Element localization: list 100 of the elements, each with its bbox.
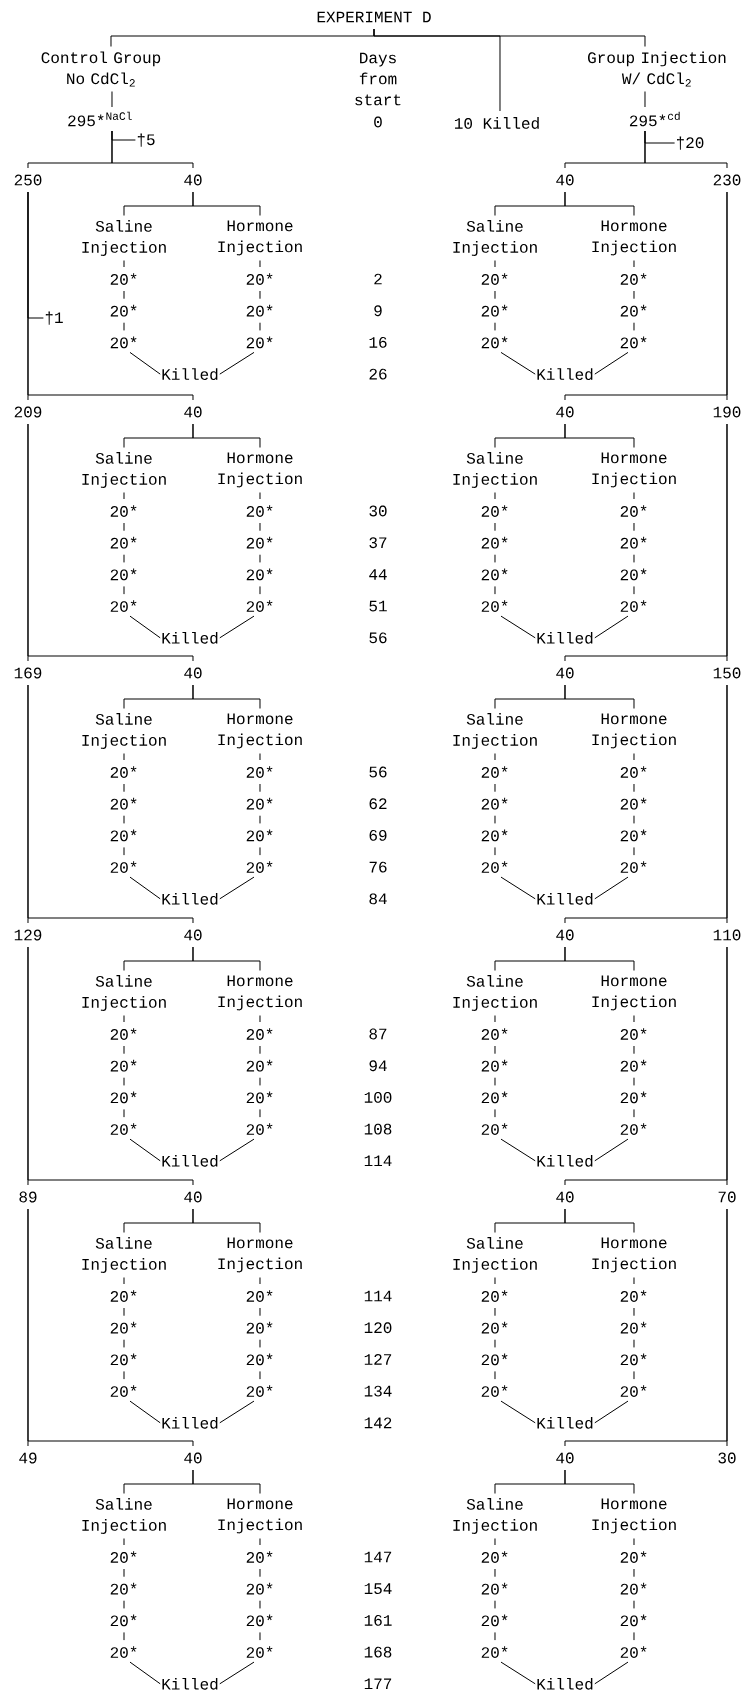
day-label: 37 [369,537,387,549]
connector-line [633,1077,635,1086]
count-label: 20* [110,336,137,349]
treatment-label: Hormone Injection [218,1237,302,1273]
connector-line [494,492,496,500]
connector-line [259,1015,261,1023]
connector-line [500,1138,536,1162]
treatment-label: Hormone Injection [218,713,302,749]
count-label: 20* [620,273,647,285]
day-label: 177 [364,1678,392,1690]
day-label: 2 [374,273,382,285]
count-label: 20* [481,1551,508,1563]
day-label: 142 [364,1417,392,1429]
connector-line [123,322,125,331]
outcome-label: Killed [162,631,218,644]
count-label: 20* [481,336,508,349]
count-label: 20* [481,766,508,778]
connector-line [259,290,261,300]
count-label: 40 [184,929,202,941]
count-label: 49 [19,1452,37,1464]
day-label: 168 [364,1646,392,1658]
connector-line [633,585,635,595]
connector-line [494,1600,496,1609]
day-label: 30 [369,505,387,517]
connector-line [123,846,125,856]
day-label: 154 [364,1583,392,1595]
day-label: 127 [364,1354,392,1365]
connector-line [644,91,646,108]
count-label: 20* [110,505,137,517]
count-label: 20* [620,568,647,581]
outcome-label: Killed [537,1677,593,1690]
count-label: 20* [246,1091,273,1104]
count-label: 110 [713,929,741,941]
count-label: 20* [246,829,273,842]
connector-line [633,1370,635,1380]
connector-line [27,684,194,924]
connector-line [123,1307,125,1317]
connector-line [633,1538,635,1546]
connector-line [633,1015,635,1023]
count-label: 20* [620,1059,647,1072]
count-label: 295*$^{cd}$ [629,111,680,127]
count-label: 20* [110,1385,137,1397]
connector-line [494,290,496,300]
count-label: 20* [110,1059,137,1072]
day-label: 87 [369,1028,387,1040]
connector-line [219,351,255,375]
count-label: 20* [620,1321,647,1334]
treatment-label: Saline Injection [82,1237,166,1273]
count-label: 20* [620,1551,647,1563]
connector-line [633,815,635,824]
connector-line [500,351,536,375]
connector-line [564,946,635,971]
connector-line [633,554,635,563]
count-label: 20* [246,536,273,549]
count-label: 129 [14,929,42,941]
connector-line [259,846,261,856]
connector-line [192,946,261,971]
count-label: 20* [110,536,137,549]
connector-line [500,876,536,900]
connector-line [494,1339,496,1348]
connector-line [259,1370,261,1380]
connector-line [633,1277,635,1285]
connector-line [192,684,261,709]
outcome-label: Killed [162,1154,218,1167]
count-label: 20* [110,1028,137,1040]
count-label: 20* [481,1290,508,1302]
connector-line [27,1208,194,1447]
count-label: 20* [481,536,508,549]
connector-line [27,191,194,401]
count-label: 20* [110,273,137,285]
connector-line [123,1370,125,1380]
count-label: 209 [14,406,42,418]
treatment-label: Hormone Injection [218,975,302,1011]
count-label: 20* [110,829,137,842]
connector-line [494,1631,496,1641]
connector-line [123,1108,125,1118]
count-label: 20* [246,273,273,285]
treatment-label: Saline Injection [453,713,537,749]
day-label: 9 [374,305,382,317]
connector-line [594,1138,629,1162]
connector-line [123,1015,125,1023]
count-label: 20* [246,568,273,581]
count-label: 20* [246,1321,273,1334]
count-label: 20* [110,600,137,612]
count-label: 20* [246,1614,273,1627]
count-label: 20* [246,1290,273,1302]
connector-line [123,492,125,500]
connector-line [219,1400,255,1424]
connector-line [494,1307,496,1317]
connector-line [633,753,635,761]
day-label: 26 [369,368,387,380]
count-label: 20* [620,1646,647,1658]
day-label: 108 [364,1123,392,1135]
connector-line [494,585,496,595]
connector-line [494,1568,496,1578]
connector-line [594,351,629,375]
count-label: 20* [481,1614,508,1627]
connector-line [192,191,261,216]
treatment-label: Hormone Injection [592,1237,676,1273]
connector-line [129,615,161,639]
